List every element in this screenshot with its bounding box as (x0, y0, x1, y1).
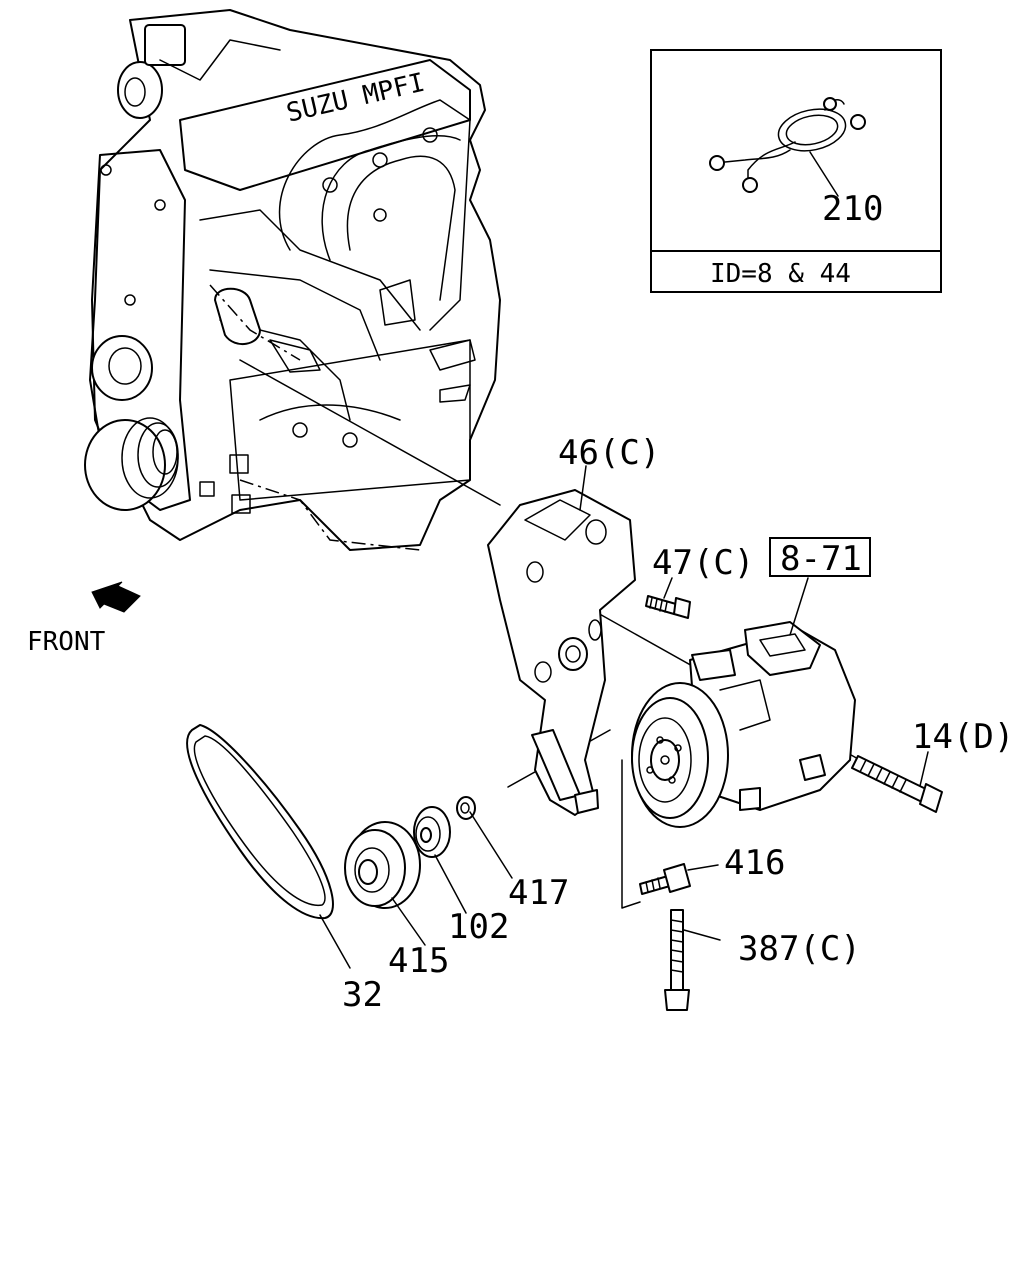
bolt-416 (639, 863, 691, 895)
leader-lines (319, 465, 929, 969)
callout-46: 46(C) (558, 433, 660, 473)
washer-102 (413, 806, 451, 858)
compressor-bracket (487, 489, 636, 816)
callout-8-71: 8-71 (780, 539, 862, 579)
bolt-14 (851, 755, 943, 813)
bolt-387 (664, 909, 690, 1011)
engine-assembly: SUZU MPFI (84, 9, 501, 551)
callout-32: 32 (342, 975, 383, 1015)
callout-416: 416 (724, 843, 785, 883)
callout-47: 47(C) (652, 543, 754, 583)
callout-102: 102 (448, 907, 509, 947)
front-label: FRONT (27, 627, 106, 657)
inset-box: 210 ID=8 & 44 (650, 49, 942, 293)
inset-caption: ID=8 & 44 (710, 259, 851, 289)
callout-415: 415 (388, 941, 449, 981)
callout-387: 387(C) (738, 929, 861, 969)
ref-box (769, 537, 871, 577)
inset-part-label: 210 (822, 189, 883, 229)
hose-clip-icon (709, 97, 866, 193)
front-arrow-icon (91, 581, 141, 613)
callout-14: 14(D) (912, 717, 1014, 757)
drive-belt (186, 724, 334, 920)
callout-417: 417 (508, 873, 569, 913)
idler-pulley (344, 821, 421, 909)
bolt-47 (645, 595, 691, 619)
ac-compressor (631, 621, 856, 828)
